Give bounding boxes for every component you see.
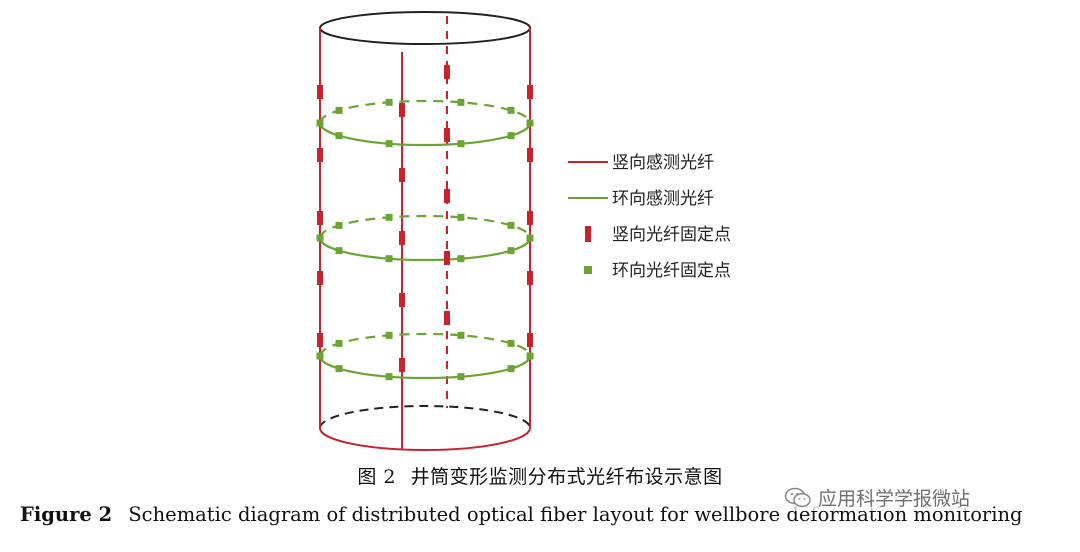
hoop-fixing-point [457,140,465,148]
caption-chinese: 图 2 井筒变形监测分布式光纤布设示意图 [0,462,1080,489]
legend-label: 环向光纤固定点 [612,261,731,281]
wellbore-cylinder [316,11,534,451]
vertical-fixing-point [399,231,405,245]
hoop-fixing-point [457,213,465,221]
watermark: 应用科学学报微站 [780,484,975,511]
hoop-fixing-point [335,247,343,255]
top-rim [319,11,531,45]
legend-swatch-marker [584,266,592,274]
hoop-fixing-point [507,365,515,373]
vertical-fixing-point [444,65,450,79]
hoop-fixing-point [335,132,343,140]
legend-item-3: 竖向光纤固定点 [585,225,731,245]
vertical-fixing-point [317,85,323,99]
bottom-rim-front [319,427,531,451]
vertical-fixing-point [444,311,450,325]
legend-item-2: 环向感测光纤 [568,189,714,209]
hoop-fixing-point [507,339,515,347]
hoop-fixing-point [385,255,393,263]
hoop-fiber-front-1 [318,122,532,147]
hoop-fixing-point [457,331,465,339]
hoop-fiber-front-2 [318,237,532,262]
legend-label: 竖向光纤固定点 [612,225,731,245]
hoop-fixing-point [316,352,324,360]
hoop-fixing-point [385,140,393,148]
vertical-fixing-point [444,251,450,265]
vertical-fixing-point [527,211,533,225]
hoop-fixing-point [385,373,393,381]
hoop-fiber-front-3 [318,355,532,380]
vertical-fixing-point [317,148,323,162]
hoop-fixing-point [507,106,515,114]
vertical-fixing-point [399,168,405,182]
hoop-fixing-point [335,365,343,373]
caption-zh-text: 井筒变形监测分布式光纤布设示意图 [410,466,723,488]
legend-label: 竖向感测光纤 [612,153,714,173]
legend-label: 环向感测光纤 [612,189,714,209]
caption-en-label: Figure 2 [20,503,113,526]
hoop-fixing-point [526,234,534,242]
hoop-fixing-point [316,119,324,127]
hoop-fixing-point [335,339,343,347]
hoop-fixing-point [457,255,465,263]
hoop-fixing-point [385,213,393,221]
caption-zh-number: 图 2 [357,466,397,488]
hoop-fixing-point [316,234,324,242]
vertical-fixing-point [527,85,533,99]
legend-swatch-marker [585,226,591,242]
hoop-fixing-point [335,221,343,229]
hoop-fixing-point [457,373,465,381]
hoop-fiber-back-2 [318,214,532,239]
hoop-fixing-point [385,98,393,106]
vertical-fixing-point [527,333,533,347]
hoop-fixing-point [335,106,343,114]
vertical-fixing-point [317,211,323,225]
hoop-fixing-point [457,98,465,106]
vertical-fixing-point [527,148,533,162]
hoop-fixing-point [526,119,534,127]
watermark-text: 应用科学学报微站 [818,488,971,510]
vertical-fixing-point [399,293,405,307]
hoop-fixing-point [526,352,534,360]
hoop-fiber-back-3 [318,332,532,357]
legend-item-1: 竖向感测光纤 [568,153,714,173]
wechat-icon [784,487,811,507]
vertical-fixing-point [444,128,450,142]
hoop-fixing-point [385,331,393,339]
vertical-fixing-point [399,358,405,372]
vertical-fixing-point [444,189,450,203]
hoop-fixing-point [507,247,515,255]
bottom-rim-back [319,405,531,429]
vertical-fixing-point [527,271,533,285]
vertical-fixing-point [317,271,323,285]
legend-item-4: 环向光纤固定点 [584,261,731,281]
vertical-fixing-point [317,333,323,347]
hoop-fiber-back-1 [318,99,532,124]
hoop-fixing-point [507,221,515,229]
hoop-fixing-point [507,132,515,140]
vertical-fixing-point [399,103,405,117]
